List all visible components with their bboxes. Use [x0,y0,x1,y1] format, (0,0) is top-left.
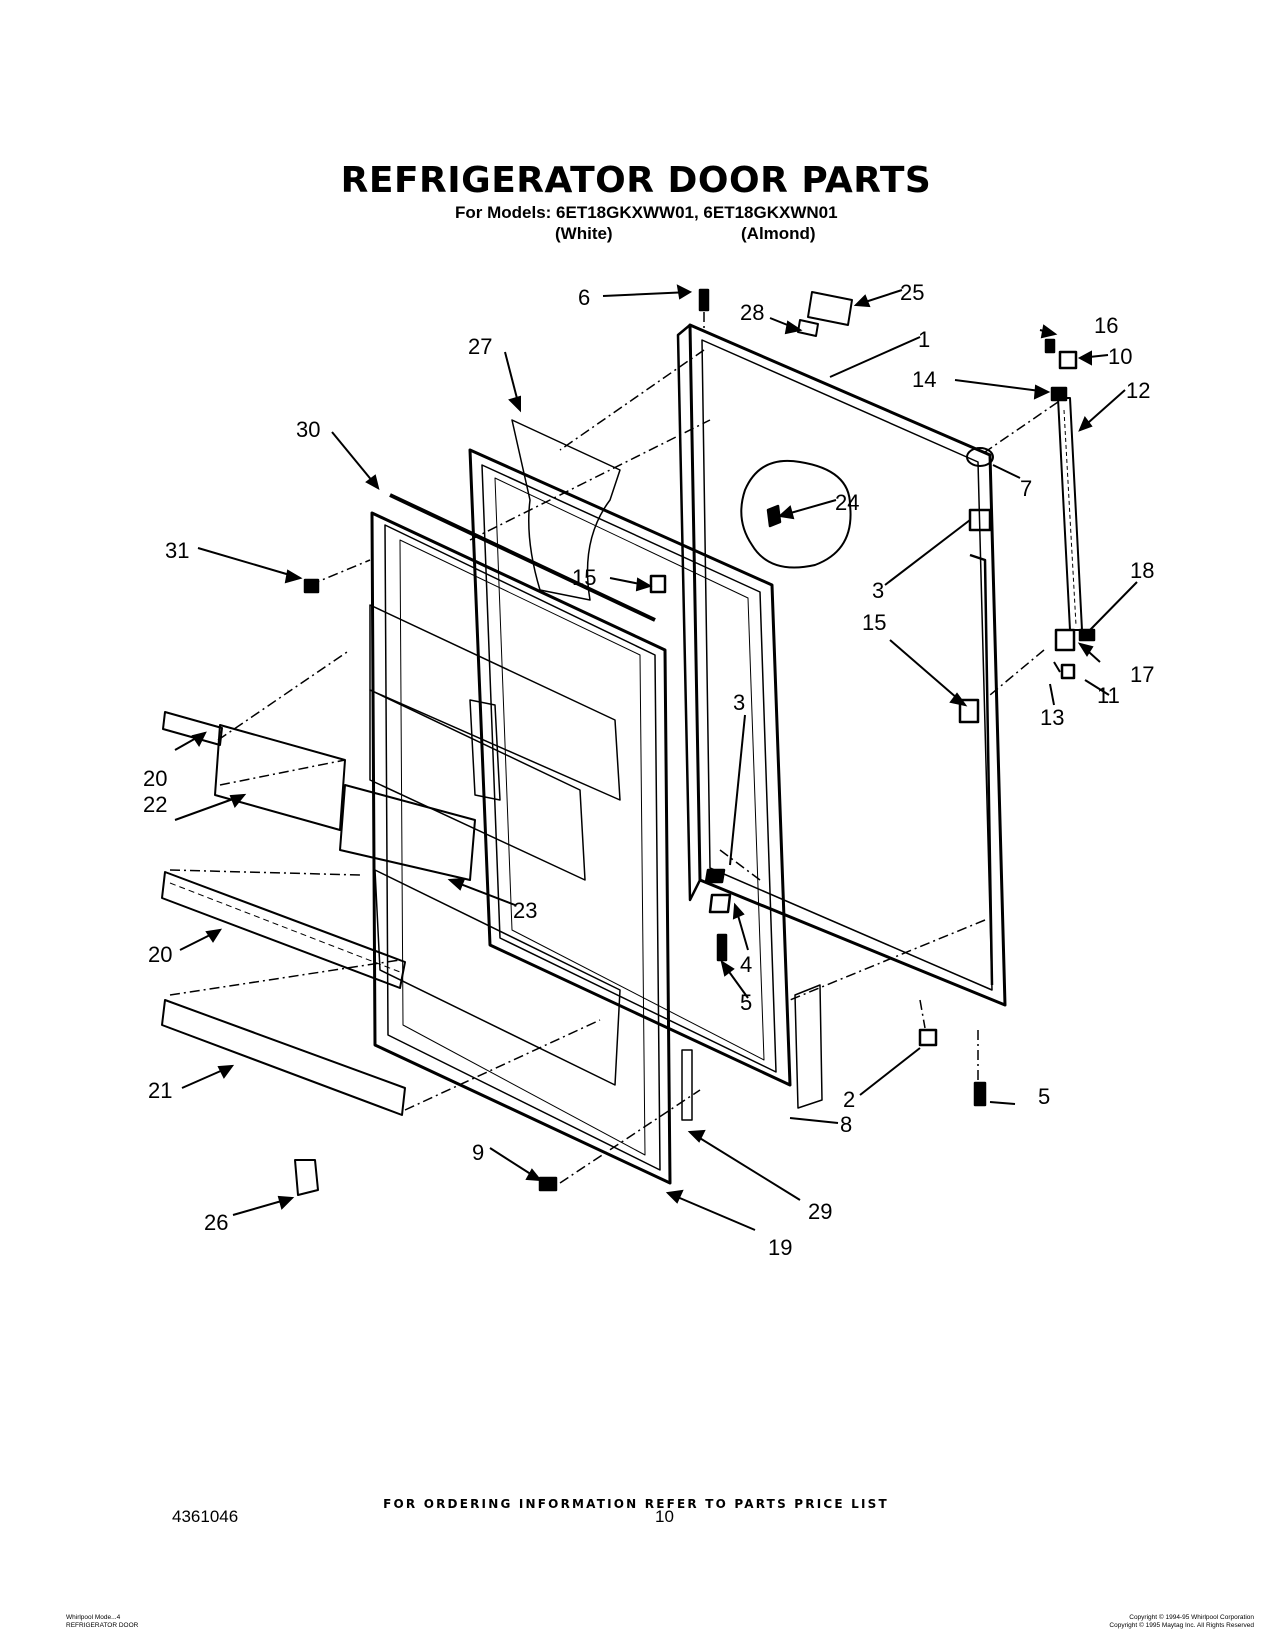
callout-27: 27 [468,334,492,359]
callout-5-right: 5 [1038,1084,1050,1109]
callout-15-outer: 15 [862,610,886,635]
top-trim-strip [389,493,656,622]
callout-10: 10 [1108,344,1132,369]
callout-9: 9 [472,1140,484,1165]
callout-31: 31 [165,538,189,563]
footer-copyright: Copyright © 1994-95 Whirlpool Corporatio… [1109,1614,1254,1629]
ordering-info: FOR ORDERING INFORMATION REFER TO PARTS … [383,1497,889,1511]
callout-4: 4 [740,952,752,977]
callout-28: 28 [740,300,764,325]
callout-11: 11 [1097,683,1120,708]
callout-1: 1 [918,327,930,352]
callout-15-inner: 15 [572,565,596,590]
callout-26: 26 [204,1210,228,1235]
callout-3-lower: 3 [733,690,745,715]
callout-23: 23 [513,898,537,923]
callout-17: 17 [1130,662,1154,687]
callout-20-lower: 20 [148,942,172,967]
callout-25: 25 [900,280,924,305]
callout-7: 7 [1020,476,1032,501]
callout-14: 14 [912,367,936,392]
callout-13: 13 [1040,705,1064,730]
door-shelf-22 [214,724,346,831]
callout-3-upper: 3 [872,578,884,603]
cover-plate-25 [807,291,853,326]
page-number: 10 [655,1507,674,1526]
bracket-26 [294,1159,319,1196]
document-number: 4361046 [172,1507,239,1526]
callout-30: 30 [296,417,320,442]
model-numbers: For Models: 6ET18GKXWW01, 6ET18GKXWN01 [455,203,838,222]
hinge-spring-rod [1057,397,1083,631]
callout-18: 18 [1130,558,1154,583]
callout-2: 2 [843,1087,855,1112]
callout-8: 8 [840,1112,852,1137]
callout-22: 22 [143,792,167,817]
callout-6: 6 [578,285,590,310]
shelf-rail-20-lower [161,871,406,989]
shelf-rail-20-upper [162,711,223,746]
color-almond-label: (Almond) [741,224,816,243]
callout-5-center: 5 [740,990,752,1015]
inner-door-liner [369,511,672,1185]
shelf-rail-21 [161,999,406,1116]
callout-29: 29 [808,1199,832,1224]
door-shelf-23 [339,784,476,881]
callout-20-upper: 20 [143,766,167,791]
callout-24: 24 [835,490,859,515]
callout-19: 19 [768,1235,792,1260]
callout-16: 16 [1094,313,1118,338]
foam-insulation-pad [511,419,621,601]
callout-21: 21 [148,1078,172,1103]
outer-door-panel [676,323,1007,1007]
color-white-label: (White) [555,224,613,243]
door-gasket [468,448,792,1087]
footer-left-note: Whirlpool Mode...4 REFRIGERATOR DOOR [66,1614,139,1629]
callout-12: 12 [1126,378,1150,403]
label-28 [797,319,819,337]
page-title: REFRIGERATOR DOOR PARTS [340,160,932,201]
